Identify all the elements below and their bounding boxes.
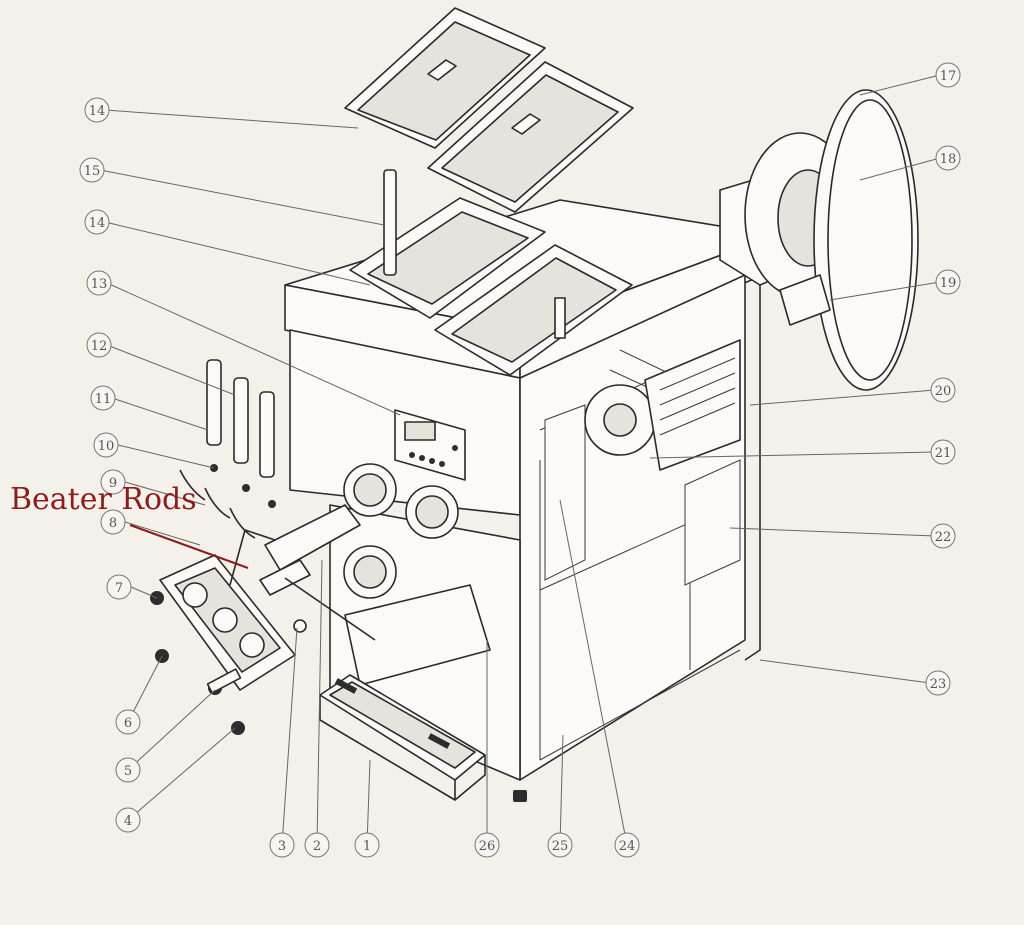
callout-8: 8	[100, 509, 126, 535]
svg-text:14: 14	[89, 216, 106, 231]
hoppers	[349, 197, 633, 376]
svg-text:15: 15	[84, 164, 101, 179]
annotation-arrow	[129, 524, 249, 569]
callout-6: 6	[115, 709, 141, 735]
svg-text:8: 8	[109, 516, 117, 531]
svg-text:13: 13	[91, 277, 108, 292]
inner-motor	[584, 339, 741, 471]
callout-25: 25	[547, 832, 573, 858]
callout-17: 17	[935, 62, 961, 88]
callout-20: 20	[930, 377, 956, 403]
svg-text:1: 1	[363, 839, 371, 854]
callout-22: 22	[930, 523, 956, 549]
beater-rods-annotation: Beater Rods	[10, 482, 197, 517]
leader-lines	[99, 74, 941, 846]
svg-text:14: 14	[89, 104, 106, 119]
svg-text:26: 26	[479, 839, 496, 854]
svg-text:24: 24	[619, 839, 636, 854]
callout-3: 3	[269, 832, 295, 858]
callout-2: 2	[304, 832, 330, 858]
hopper-lids	[344, 7, 634, 213]
callout-21: 21	[930, 439, 956, 465]
freezer-doors	[343, 463, 459, 599]
svg-text:22: 22	[935, 530, 952, 545]
motor-assembly	[719, 89, 919, 391]
beater-parts	[179, 359, 376, 641]
svg-text:18: 18	[940, 152, 957, 167]
hopper-agitator	[383, 169, 397, 276]
svg-text:25: 25	[552, 839, 569, 854]
svg-text:10: 10	[98, 439, 115, 454]
callout-5: 5	[115, 757, 141, 783]
callout-24: 24	[614, 832, 640, 858]
drip-tray	[319, 584, 491, 801]
callout-7: 7	[106, 574, 132, 600]
svg-text:2: 2	[313, 839, 321, 854]
callout-18: 18	[935, 145, 961, 171]
svg-text:20: 20	[935, 384, 952, 399]
svg-text:5: 5	[124, 764, 132, 779]
svg-text:23: 23	[930, 677, 947, 692]
svg-text:7: 7	[115, 581, 123, 596]
callout-26: 26	[474, 832, 500, 858]
callout-4: 4	[115, 807, 141, 833]
dispensing-head	[150, 529, 307, 735]
callout-9: 9	[100, 469, 126, 495]
svg-text:6: 6	[124, 716, 132, 731]
svg-text:4: 4	[124, 814, 132, 829]
callout-15: 15	[79, 157, 105, 183]
callout-10: 10	[93, 432, 119, 458]
callout-12: 12	[86, 332, 112, 358]
svg-text:17: 17	[940, 69, 957, 84]
svg-text:21: 21	[935, 446, 952, 461]
callout-11: 11	[90, 385, 116, 411]
svg-text:9: 9	[109, 476, 117, 491]
svg-text:19: 19	[940, 276, 957, 291]
svg-text:3: 3	[278, 839, 286, 854]
callout-14-lower: 14	[84, 209, 110, 235]
callout-1: 1	[354, 832, 380, 858]
svg-text:12: 12	[91, 339, 108, 354]
control-panel	[394, 409, 466, 481]
callout-23: 23	[925, 670, 951, 696]
svg-text:11: 11	[95, 392, 112, 407]
callout-19: 19	[935, 269, 961, 295]
callout-14-upper: 14	[84, 97, 110, 123]
callout-13: 13	[86, 270, 112, 296]
callouts: 1 2 3 4 5 6 7 8 9 10 11 12 13 14 15 14 1…	[79, 62, 961, 858]
